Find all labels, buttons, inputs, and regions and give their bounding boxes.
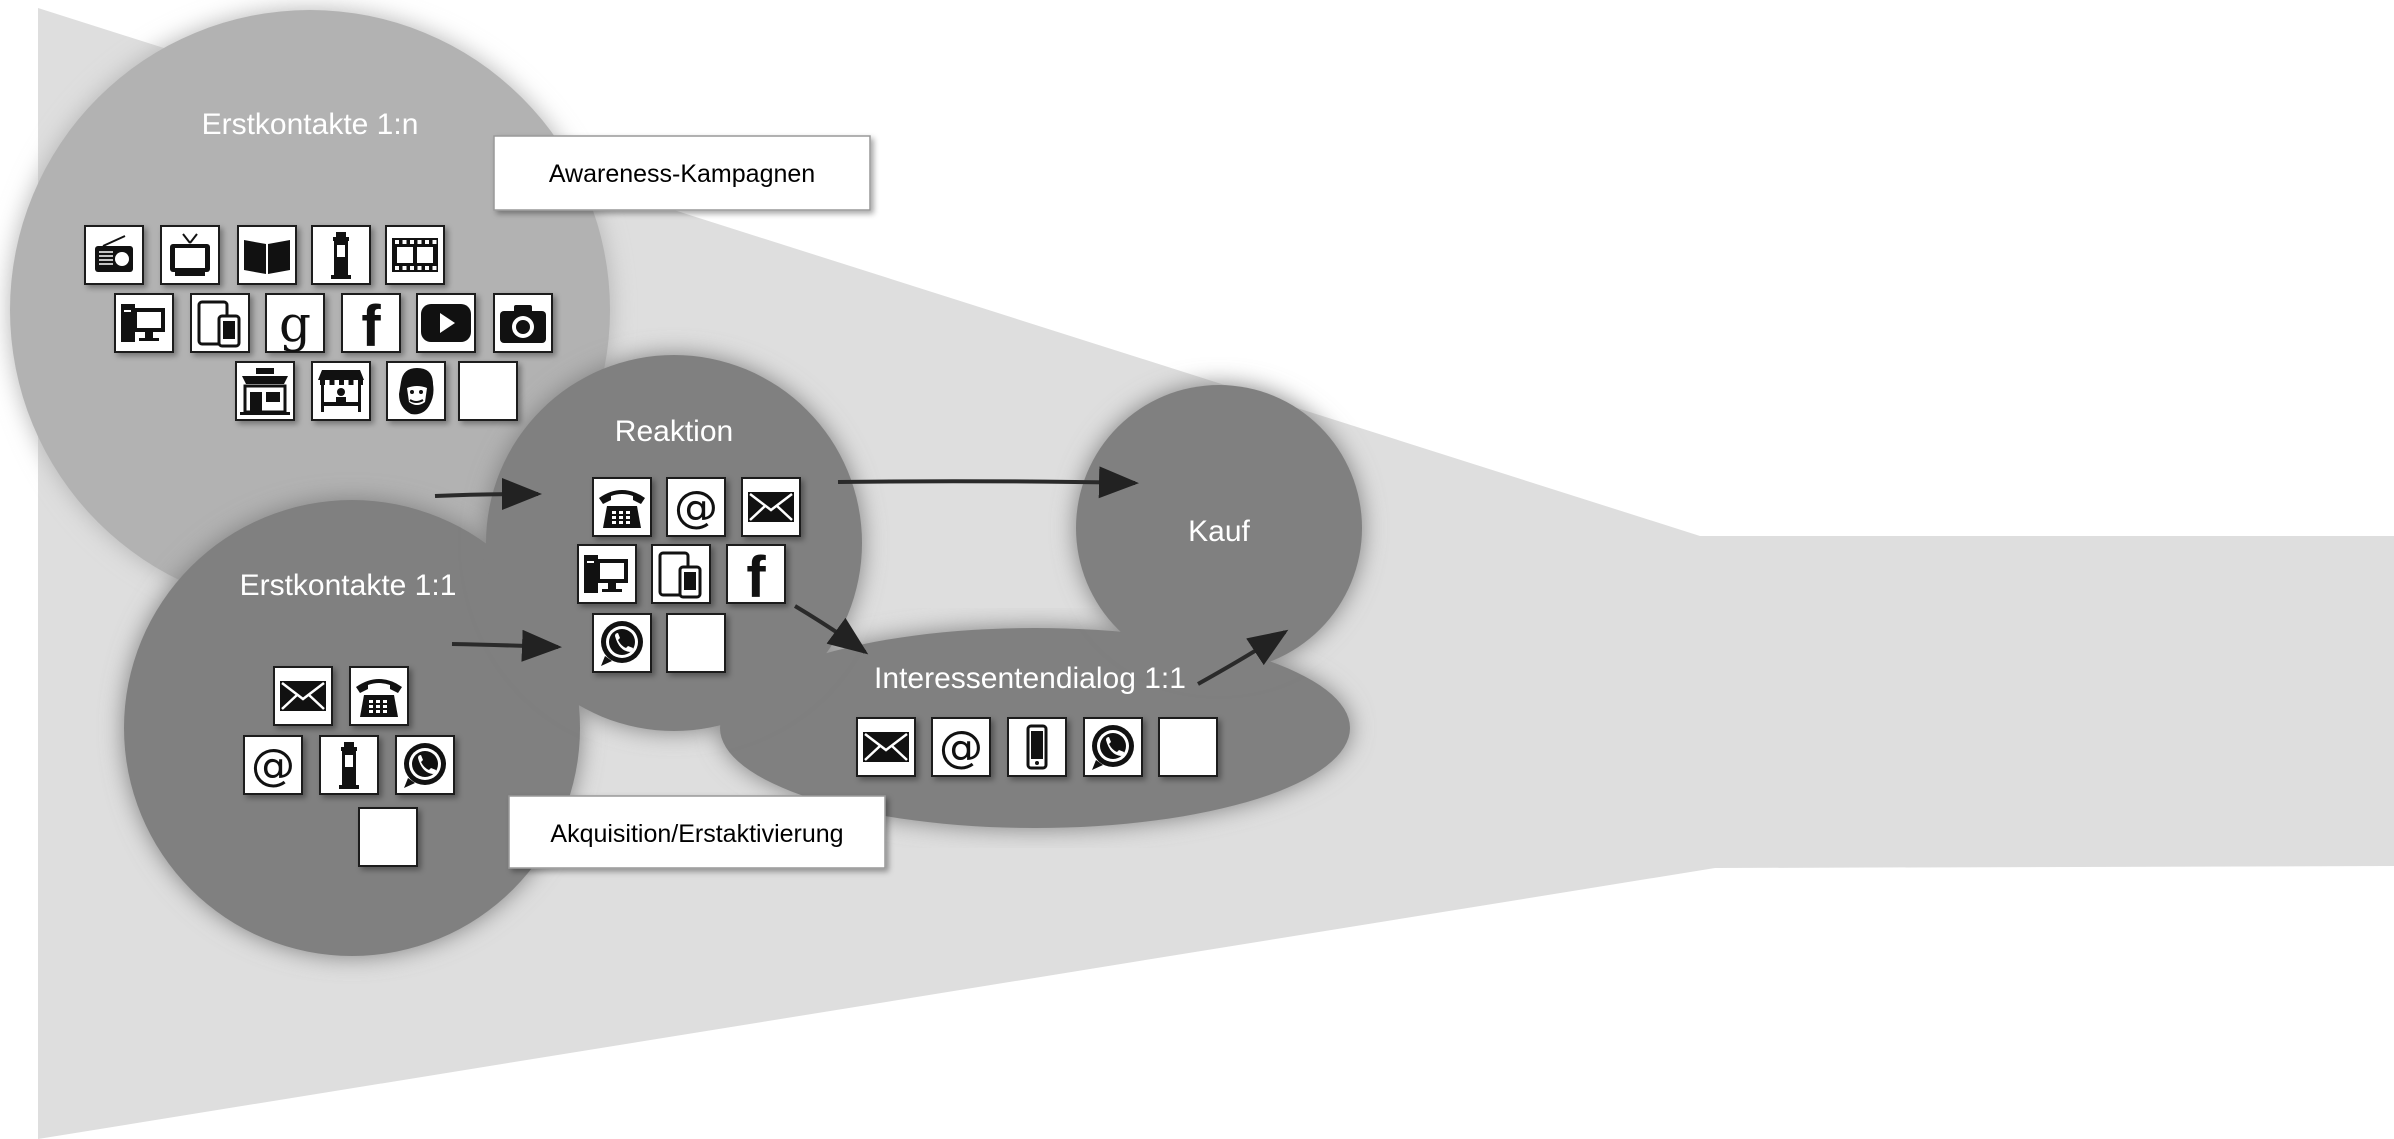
stage-label-interessentendialog: Interessentendialog 1:1 [874,662,1186,695]
arrow-11-to-reaktion [451,629,562,662]
market-stall-icon [311,361,371,421]
callout-awareness: Awareness-Kampagnen [493,135,871,211]
advertising-pillar-icon [311,225,371,285]
blank-icon [458,361,518,421]
radio-icon [84,225,144,285]
arrow-dialog-to-kauf [1197,629,1289,686]
at-sign-icon: @ [666,477,726,537]
smartphone-icon [1007,717,1067,777]
film-icon [385,225,445,285]
at-sign-icon: @ [243,735,303,795]
tv-icon [160,225,220,285]
svg-text:g: g [279,295,311,353]
shop-icon [235,361,295,421]
book-icon [237,225,297,285]
telephone-icon [592,477,652,537]
callout-awareness-label: Awareness-Kampagnen [549,160,815,188]
arrow-reaktion-to-dialog [793,604,869,655]
google-icon: g [265,293,325,353]
svg-text:@: @ [251,740,295,791]
youtube-icon [416,293,476,353]
svg-text:@: @ [674,482,718,533]
svg-text:f: f [361,294,381,359]
facebook-icon: f [726,544,786,610]
advertising-pillar-icon [319,735,379,795]
envelope-icon [856,717,916,777]
telephone-icon [349,666,409,726]
envelope-icon [273,666,333,726]
desktop-pc-icon [577,544,637,604]
svg-text:@: @ [939,722,983,773]
portrait-icon [386,361,446,421]
arrow-1n-to-reaktion [434,478,542,511]
stage-circle-kauf [1076,385,1362,671]
whatsapp-icon [395,735,455,795]
arrows [434,466,1289,686]
tablet-phone-icon [651,544,711,604]
stage-label-kauf: Kauf [1188,515,1250,548]
stage-label-reaktion: Reaktion [615,415,733,448]
desktop-pc-icon [114,293,174,353]
whatsapp-icon [592,613,652,673]
blank-icon [358,807,418,867]
envelope-icon [741,477,801,537]
stage-label-erstkontakte-11: Erstkontakte 1:1 [240,569,457,602]
tablet-phone-icon [190,293,250,353]
at-sign-icon: @ [931,717,991,777]
arrow-reaktion-to-kauf [837,466,1139,499]
callout-akquisition: Akquisition/Erstaktivierung [508,795,886,869]
icon-group-interessentendialog: @ [856,717,1218,777]
camera-icon [493,293,553,353]
icon-group-reaktion: @f [577,477,801,673]
callout-akquisition-label: Akquisition/Erstaktivierung [550,820,843,848]
blank-icon [666,613,726,673]
svg-text:f: f [746,545,766,610]
icon-group-erstkontakte-11: @ [243,666,455,867]
whatsapp-icon [1083,717,1143,777]
stage-circle-erstkontakte-11 [124,500,580,956]
stage-circle-reaktion [486,355,862,731]
stage-label-erstkontakte-1n: Erstkontakte 1:n [202,108,419,141]
facebook-icon: f [341,293,401,359]
blank-icon [1158,717,1218,777]
